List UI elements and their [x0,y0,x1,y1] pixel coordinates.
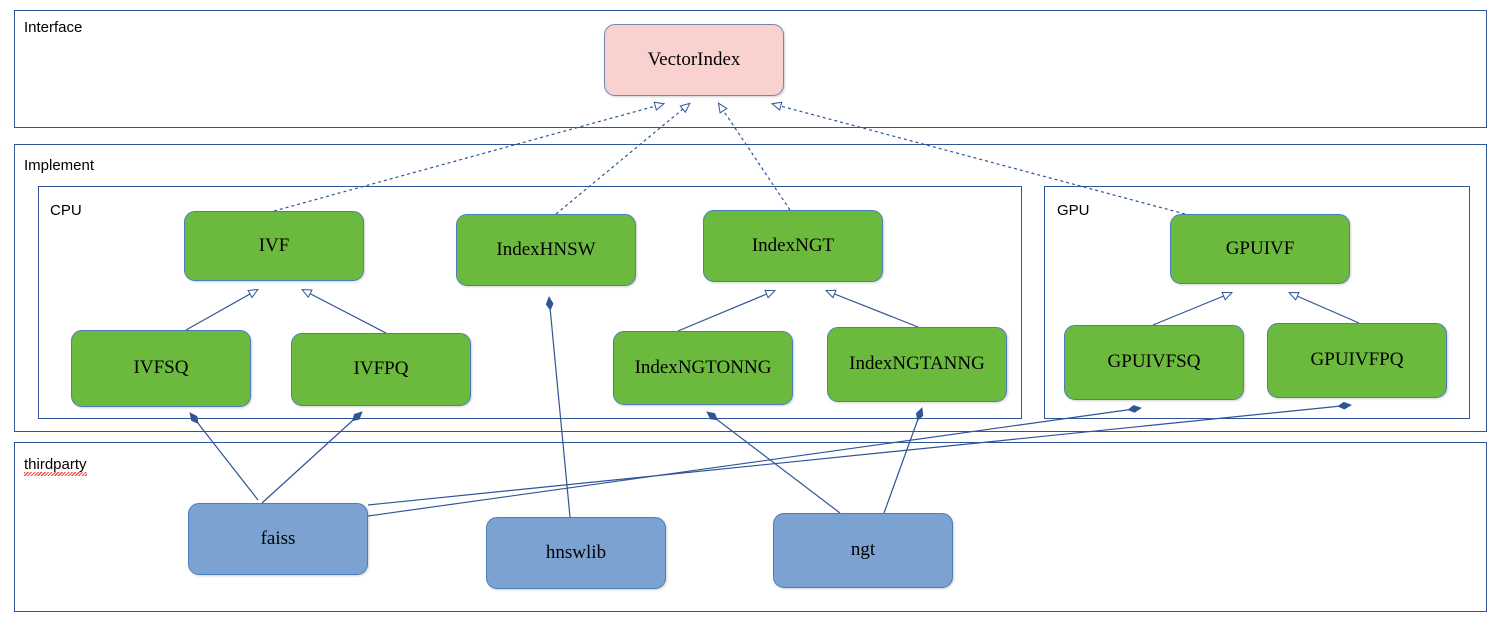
node-indexhnsw[interactable]: IndexHNSW [456,214,636,286]
node-label-ngt: ngt [850,539,876,561]
group-label-implement: Implement [24,157,95,174]
node-label-gpuivf: GPUIVF [1225,237,1295,259]
node-ngt[interactable]: ngt [773,513,953,588]
node-gpuivf[interactable]: GPUIVF [1170,214,1350,284]
node-label-gpuivfpq: GPUIVFPQ [1310,349,1404,371]
group-label-thirdparty: thirdparty [24,456,87,476]
node-indexngt[interactable]: IndexNGT [703,210,883,282]
node-label-ivfsq: IVFSQ [133,357,189,379]
node-indexngtanng[interactable]: IndexNGTANNG [827,327,1007,402]
node-label-indexngtonng: IndexNGTONNG [634,356,772,378]
node-hnswlib[interactable]: hnswlib [486,517,666,589]
node-gpuivfpq[interactable]: GPUIVFPQ [1267,323,1447,398]
node-ivfpq[interactable]: IVFPQ [291,333,471,406]
node-label-gpuivfsq: GPUIVFSQ [1107,351,1201,373]
node-ivfsq[interactable]: IVFSQ [71,330,251,407]
group-label-cpu: CPU [50,202,82,219]
node-ivf[interactable]: IVF [184,211,364,281]
group-label-gpu: GPU [1057,202,1090,219]
node-faiss[interactable]: faiss [188,503,368,575]
node-label-ivfpq: IVFPQ [353,358,409,380]
node-label-hnswlib: hnswlib [545,541,607,563]
group-label-thirdparty-text: thirdparty [24,456,87,476]
node-indexngtonng[interactable]: IndexNGTONNG [613,331,793,405]
node-label-indexngtanng: IndexNGTANNG [849,353,985,375]
node-label-indexhnsw: IndexHNSW [496,238,596,260]
node-label-faiss: faiss [260,527,296,549]
node-label-indexngt: IndexNGT [751,234,835,256]
group-label-interface: Interface [24,19,83,36]
node-label-vectorindex: VectorIndex [647,48,741,70]
node-gpuivfsq[interactable]: GPUIVFSQ [1064,325,1244,400]
node-label-ivf: IVF [258,234,290,256]
node-vectorindex[interactable]: VectorIndex [604,24,784,96]
